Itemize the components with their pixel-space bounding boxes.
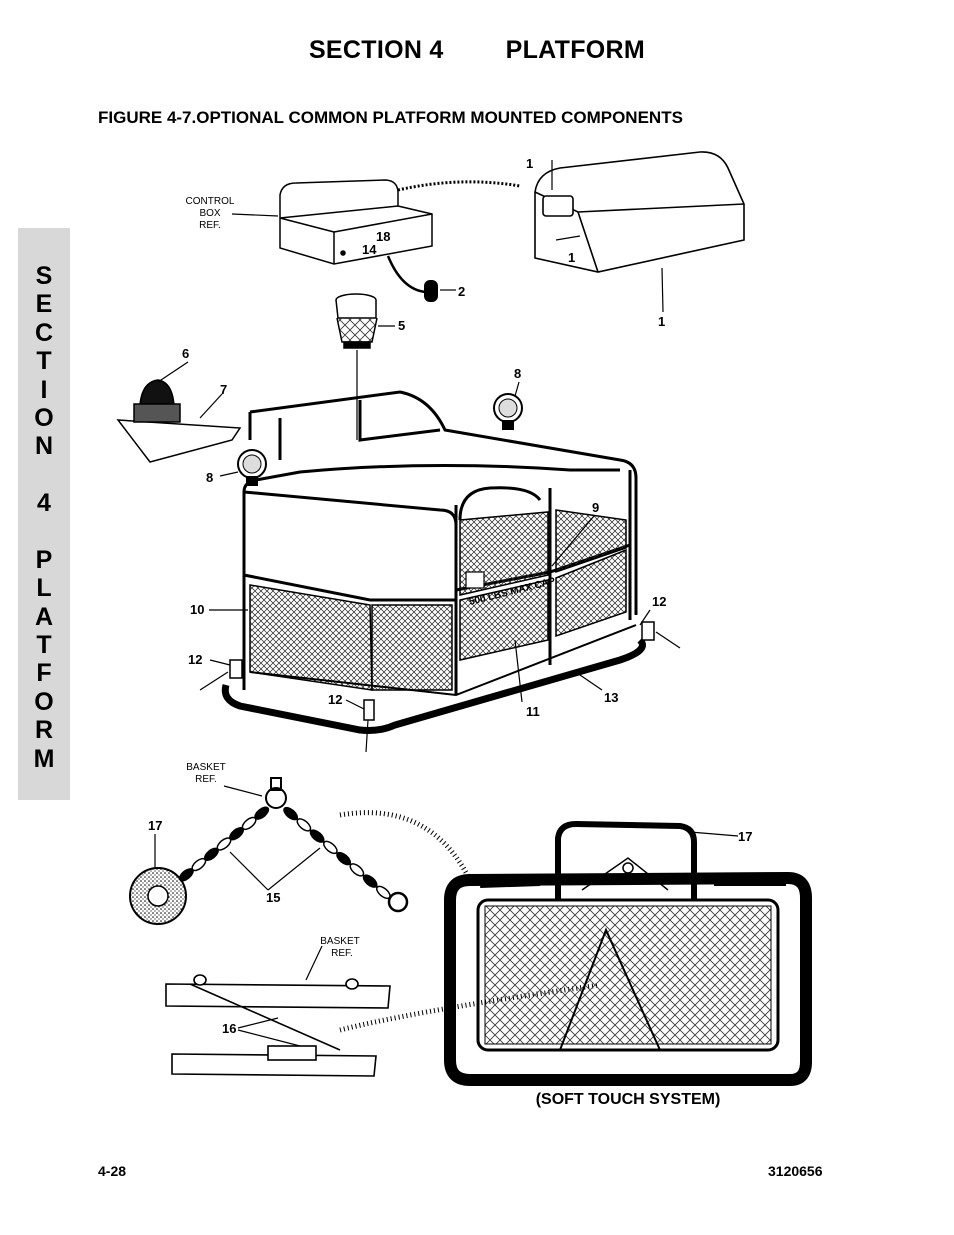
rubber-bumper-disc (129, 867, 187, 925)
chain-link (283, 806, 299, 821)
side-tab-letter: M (33, 744, 55, 773)
side-tab-letter: O (34, 403, 54, 432)
beacon-light (335, 293, 378, 349)
cover (534, 151, 745, 273)
callout-12c: 12 (328, 692, 342, 707)
side-tab-letter: E (35, 290, 53, 319)
side-tab-letter: S (35, 262, 53, 290)
side-tab-letter: I (40, 375, 48, 404)
chain-link (309, 829, 325, 843)
figure-title: FIGURE 4-7.OPTIONAL COMMON PLATFORM MOUN… (98, 108, 683, 127)
svg-text:REF.: REF. (195, 774, 217, 785)
svg-text:BASKET: BASKET (320, 936, 359, 947)
svg-text:REF.: REF. (199, 220, 221, 231)
callout-1c: 1 (658, 314, 665, 329)
page-header: SECTION 4 PLATFORM (0, 36, 954, 65)
side-tab-letter: R (34, 716, 54, 745)
callout-8b: 8 (206, 470, 213, 485)
platform-basket (221, 390, 646, 734)
callout-11: 11 (526, 704, 540, 719)
callout-15: 15 (266, 890, 280, 905)
side-tab-letter: F (36, 659, 52, 688)
callout-8a: 8 (514, 366, 521, 381)
soft-touch-top-view (444, 820, 812, 1086)
side-tab-letter: T (36, 631, 52, 660)
section-number: SECTION 4 (308, 36, 444, 64)
callout-12a: 12 (652, 594, 666, 609)
soft-touch-caption: (SOFT TOUCH SYSTEM) (536, 1091, 721, 1108)
callout-13: 13 (604, 690, 618, 705)
basket-ref-label-1: BASKET REF. (186, 762, 225, 785)
svg-text:REF.: REF. (331, 948, 353, 959)
svg-text:CONTROL: CONTROL (186, 196, 235, 207)
callout-2: 2 (458, 284, 465, 299)
side-tab-letter: L (36, 574, 52, 603)
side-tab-letter: O (34, 687, 54, 716)
callout-14: 14 (362, 242, 377, 257)
section-title: PLATFORM (505, 36, 646, 64)
control-box (279, 179, 433, 265)
page-number: 4-28 (98, 1163, 127, 1179)
callout-6: 6 (182, 346, 189, 361)
rotating-beacon (116, 379, 242, 463)
svg-text:BOX: BOX (199, 208, 220, 219)
side-tab-letter: T (36, 347, 52, 376)
chain-link (296, 818, 312, 832)
callout-18: 18 (376, 229, 390, 244)
chain-link (322, 840, 338, 855)
side-tab-letter: 4 (37, 489, 51, 518)
chain-link (349, 863, 365, 877)
basket-ref-label-2: BASKET REF. (320, 936, 359, 959)
callout-17a: 17 (148, 818, 162, 833)
control-box-ref-label: CONTROL BOX REF. (186, 196, 235, 231)
side-tab-letter: N (34, 432, 54, 461)
side-tab-letter: C (34, 318, 54, 347)
work-light-left (237, 449, 267, 486)
callout-12b: 12 (188, 652, 202, 667)
chain-link (362, 874, 378, 888)
callout-17b: 17 (738, 829, 752, 844)
callout-1b: 1 (568, 250, 575, 265)
callout-5: 5 (398, 318, 405, 333)
side-tab-letter: A (34, 602, 54, 631)
work-light-right (493, 393, 523, 430)
side-tab-letter: P (35, 545, 53, 574)
chain-link (336, 851, 352, 866)
chain-assembly (179, 777, 391, 899)
callout-16: 16 (222, 1021, 236, 1036)
document-number: 3120656 (768, 1163, 823, 1179)
svg-text:BASKET: BASKET (186, 762, 225, 773)
bracket-rails (165, 974, 391, 1077)
callout-7: 7 (220, 382, 227, 397)
callout-1a: 1 (526, 156, 533, 171)
callout-9: 9 (592, 500, 599, 515)
callout-10: 10 (190, 602, 204, 617)
